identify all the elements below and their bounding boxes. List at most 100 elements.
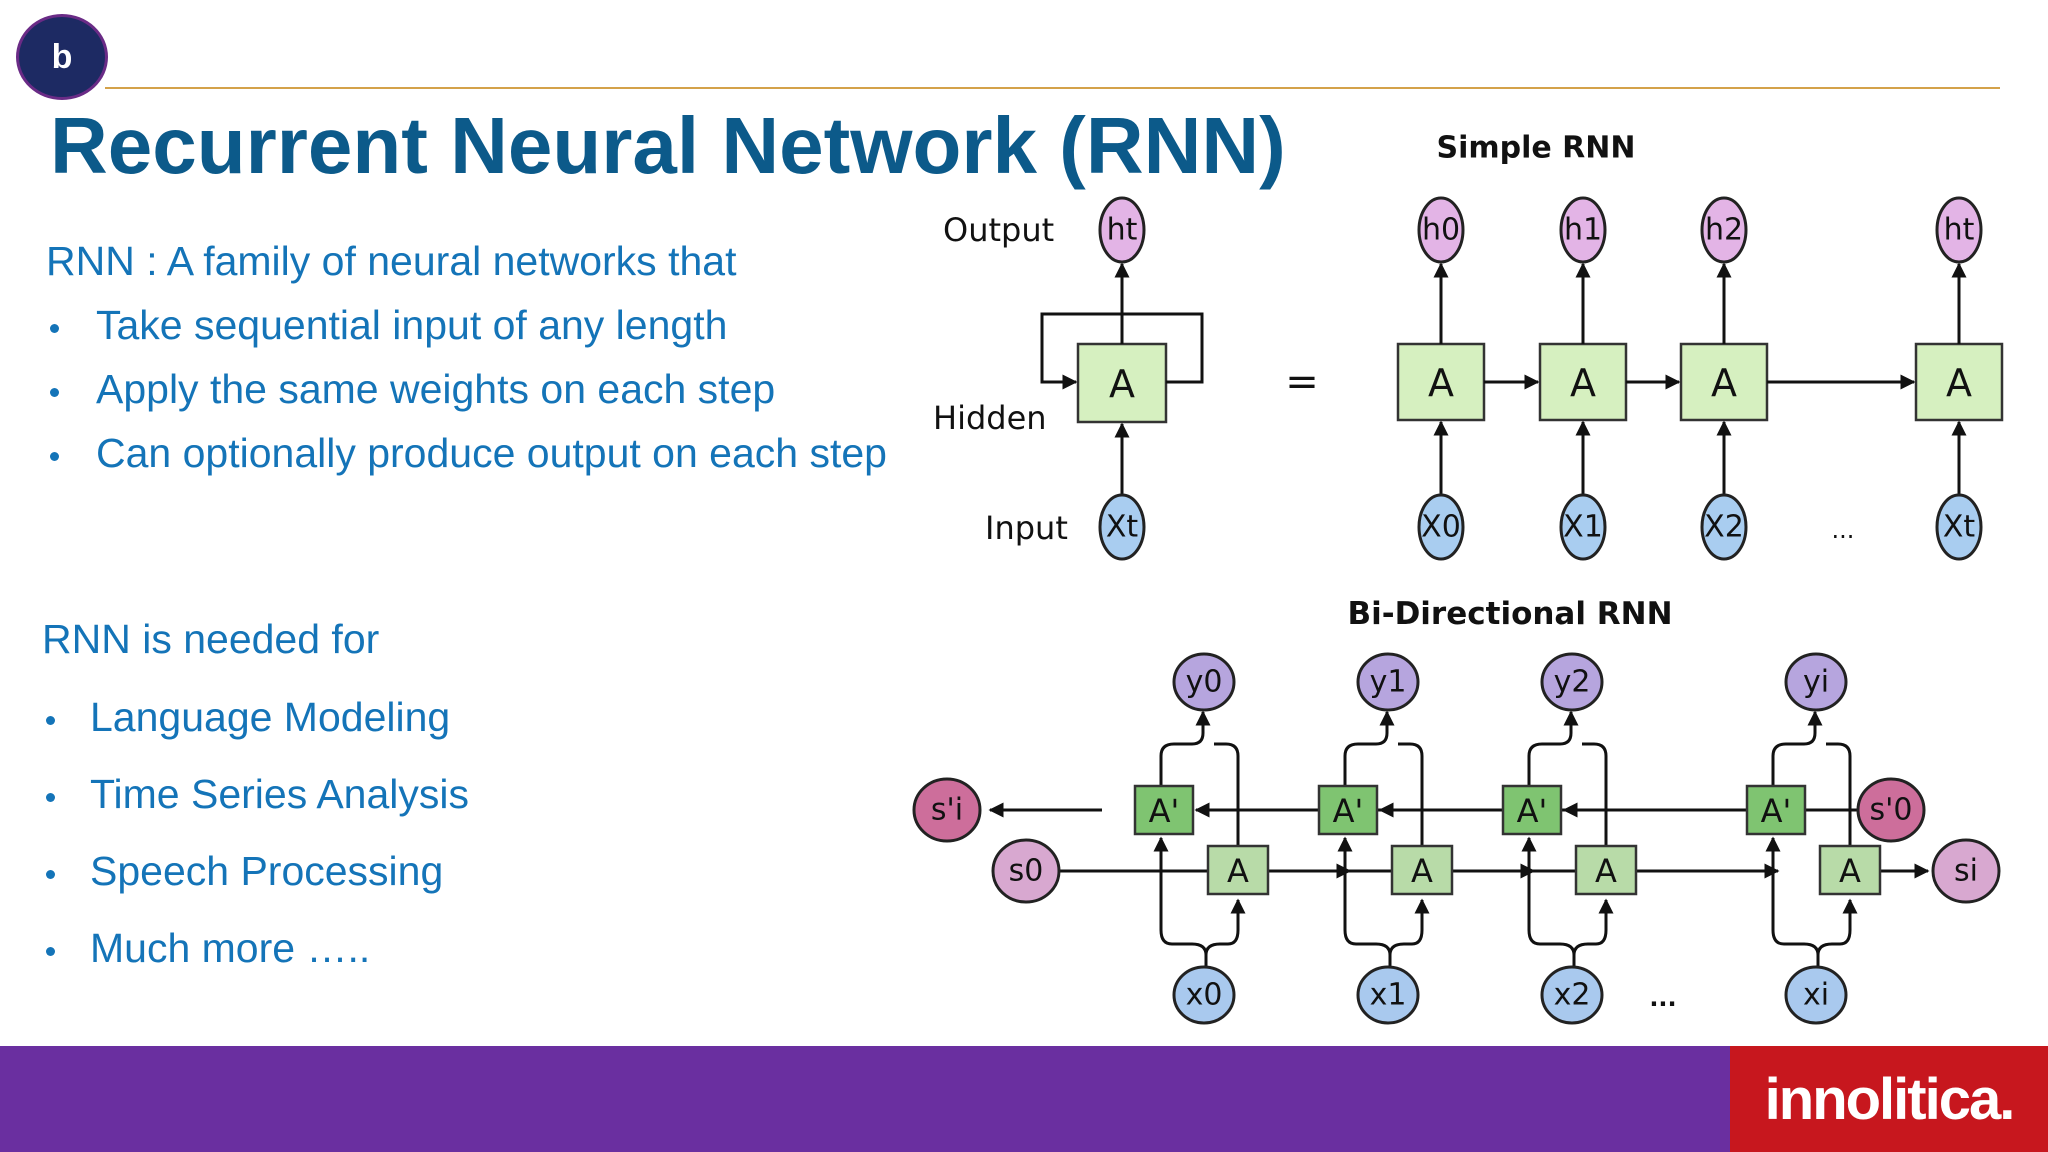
simple-rnn-heading: Simple RNN — [1436, 131, 1635, 166]
hidden-state-node-label: h1 — [1564, 213, 1602, 248]
forward-cell-label: A — [1411, 852, 1433, 890]
output-node — [1784, 652, 1848, 712]
input-to-backward — [1521, 836, 1576, 978]
forward-cell-label: A — [1595, 852, 1617, 890]
unrolled-cell-label: A — [1946, 361, 1972, 405]
input-node-label: Xt — [1943, 510, 1976, 545]
input-node — [1356, 965, 1420, 1025]
rnn-diagrams: Simple RNNOutputHiddenInputAhtXt=Ah0X0Ah… — [912, 131, 2004, 1025]
needed-item: Speech Processing — [90, 848, 444, 894]
backward-cell — [1745, 784, 1807, 836]
hidden-state-node — [1417, 196, 1465, 264]
input-node — [1540, 965, 1604, 1025]
slide-title: Recurrent Neural Network (RNN) — [50, 101, 1286, 190]
needed-item: Much more ….. — [90, 925, 371, 971]
backward-to-output — [1343, 710, 1395, 786]
backward-end-state-label: s'i — [931, 793, 963, 828]
forward-cell — [1206, 844, 1270, 896]
output-node-label: yi — [1803, 665, 1829, 700]
header-divider — [105, 87, 2000, 89]
input-node-label: x0 — [1186, 978, 1223, 1013]
backward-cell-label: A' — [1517, 792, 1548, 830]
input-node — [1784, 965, 1848, 1025]
bullet-dot — [46, 793, 55, 802]
input-node-label: X1 — [1563, 510, 1603, 545]
input-to-forward — [1572, 898, 1614, 956]
forward-to-output — [1826, 742, 1852, 846]
backward-cell-label: A' — [1149, 792, 1180, 830]
hidden-state-node-label: h2 — [1705, 213, 1743, 248]
input-node — [1417, 493, 1465, 561]
forward-end-state — [1931, 838, 2001, 904]
input-to-backward — [1153, 836, 1208, 978]
unrolled-cell — [1914, 342, 2004, 422]
bullet-dot — [50, 452, 59, 461]
hidden-label: Hidden — [933, 399, 1047, 437]
output-label: Output — [943, 211, 1054, 249]
forward-start-state-label: s0 — [1009, 854, 1044, 889]
backward-end-state — [912, 777, 982, 843]
slide-badge: b — [16, 14, 108, 100]
recurrent-loop — [1040, 312, 1204, 390]
hidden-state-node — [1559, 196, 1607, 264]
hidden-state-node — [1700, 196, 1748, 264]
bullet-dot — [50, 388, 59, 397]
bullet-dot — [46, 947, 55, 956]
rnn-cell-label: A — [1109, 362, 1135, 406]
output-node — [1172, 652, 1236, 712]
backward-cell — [1317, 784, 1379, 836]
forward-start-state — [991, 838, 1061, 904]
output-node — [1540, 652, 1604, 712]
forward-cell-label: A — [1839, 852, 1861, 890]
output-node-label: y2 — [1554, 665, 1591, 700]
backward-start-state — [1856, 777, 1926, 843]
input-node — [1935, 493, 1983, 561]
forward-to-output — [1214, 742, 1240, 846]
input-node-label: xi — [1803, 978, 1829, 1013]
bullet-item: Take sequential input of any length — [96, 302, 728, 348]
input-label: Input — [985, 509, 1068, 547]
unrolled-cell-label: A — [1428, 361, 1454, 405]
bidir-rnn-heading: Bi-Directional RNN — [1347, 596, 1672, 632]
needed-heading: RNN is needed for — [42, 616, 380, 662]
ellipsis: ... — [1649, 984, 1676, 1012]
input-node-label: X0 — [1421, 510, 1461, 545]
hidden-state-node — [1935, 196, 1983, 264]
backward-to-output — [1159, 710, 1211, 786]
unrolled-cell — [1679, 342, 1769, 422]
unrolled-cell-label: A — [1570, 361, 1596, 405]
backward-cell — [1501, 784, 1563, 836]
bullet-item: Apply the same weights on each step — [96, 366, 776, 412]
forward-end-state-label: si — [1954, 854, 1978, 889]
forward-to-output — [1582, 742, 1608, 846]
hidden-state-node-label: ht — [1944, 213, 1975, 248]
rnn-definition: RNN : A family of neural networks that — [46, 238, 737, 284]
unrolled-cell-label: A — [1711, 361, 1737, 405]
backward-start-state-label: s'0 — [1870, 793, 1913, 828]
forward-cell-label: A — [1227, 852, 1249, 890]
backward-cell-label: A' — [1333, 792, 1364, 830]
input-node — [1559, 493, 1607, 561]
forward-cell — [1390, 844, 1454, 896]
bullet-dot — [46, 716, 55, 725]
simple-rnn-diagram: Simple RNNOutputHiddenInputAhtXt=Ah0X0Ah… — [933, 131, 2004, 561]
input-to-forward — [1816, 898, 1858, 956]
hidden-state-node-label: h0 — [1422, 213, 1460, 248]
needed-item: Time Series Analysis — [90, 771, 469, 817]
output-node — [1356, 652, 1420, 712]
input-node — [1098, 493, 1146, 561]
backward-to-output — [1771, 710, 1823, 786]
forward-cell — [1818, 844, 1882, 896]
backward-to-output — [1527, 710, 1579, 786]
bullet-dot — [50, 324, 59, 333]
input-to-backward — [1337, 836, 1392, 978]
backward-cell-label: A' — [1761, 792, 1792, 830]
input-node — [1172, 965, 1236, 1025]
input-node-label: Xt — [1106, 510, 1139, 545]
forward-to-output — [1398, 742, 1424, 846]
forward-cell — [1574, 844, 1638, 896]
input-node-label: x1 — [1370, 978, 1407, 1013]
output-node-label: ht — [1107, 213, 1138, 248]
unrolled-cell — [1396, 342, 1486, 422]
input-node-label: X2 — [1704, 510, 1744, 545]
